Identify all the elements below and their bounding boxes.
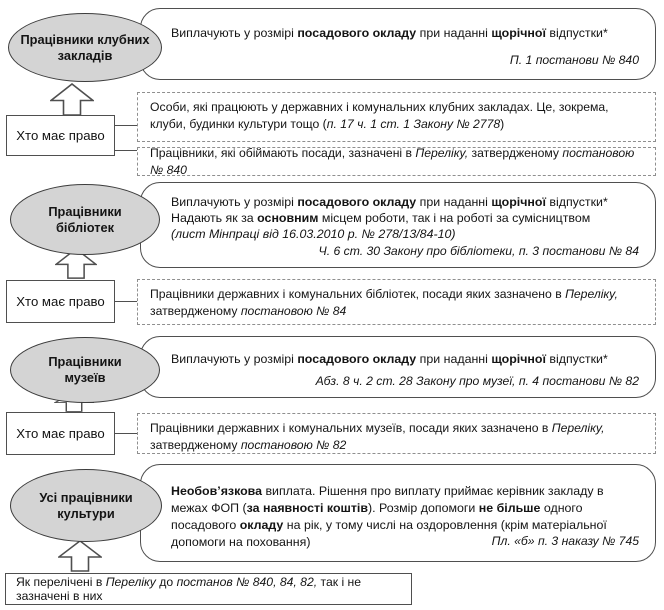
rule-text-libraries-line2: Надають як за основним місцем роботи, та… (171, 211, 591, 225)
who-label-clubs: Хто має право (16, 128, 105, 143)
up-arrow-libraries (55, 248, 97, 279)
group-label-all: Усі працівники культури (39, 489, 133, 521)
connector-libraries (114, 301, 138, 302)
citation-libraries: Ч. 6 ст. 30 Закону про бібліотеки, п. 3 … (318, 244, 639, 258)
bottom-note-text: Як перелічені в Переліку до постанов № 8… (16, 575, 362, 603)
connector-clubs-1 (114, 125, 138, 126)
note-text-clubs-1: Особи, які працюють у державних і комуна… (150, 100, 609, 131)
group-label-museums: Працівники музеїв (48, 354, 122, 385)
up-arrow-clubs (50, 83, 94, 116)
rule-text-clubs: Виплачують у розмірі посадового окладу п… (171, 26, 608, 40)
rule-box-all: Необов’язкова виплата. Рішення про випла… (140, 464, 656, 562)
rule-text-libraries-line1: Виплачують у розмірі посадового окладу п… (171, 195, 608, 209)
bottom-note-box: Як перелічені в Переліку до постанов № 8… (5, 573, 412, 605)
who-box-museums: Хто має право (6, 412, 115, 455)
group-label-clubs: Працівники клубних закладів (20, 31, 150, 63)
note-text-clubs-2: Працівники, які обіймають посади, зазнач… (150, 145, 635, 177)
group-ellipse-libraries: Працівники бібліотек (10, 184, 160, 255)
rule-text-museums: Виплачують у розмірі посадового окладу п… (171, 352, 608, 366)
who-box-clubs: Хто має право (6, 115, 115, 156)
who-box-libraries: Хто має право (6, 280, 115, 323)
rule-box-libraries: Виплачують у розмірі посадового окладу п… (140, 182, 656, 268)
citation-all: Пл. «б» п. 3 наказу № 745 (491, 534, 639, 548)
rule-text-all: Необов’язкова виплата. Рішення про випла… (171, 484, 607, 549)
rule-text-libraries-line3: (лист Мінпраці від 16.03.2010 р. № 278/1… (171, 227, 456, 241)
citation-clubs: П. 1 постанови № 840 (509, 53, 639, 67)
connector-museums (114, 433, 138, 434)
citation-museums: Абз. 8 ч. 2 ст. 28 Закону про музеї, п. … (315, 374, 639, 388)
who-label-museums: Хто має право (16, 426, 105, 441)
group-label-libraries: Працівники бібліотек (48, 203, 122, 235)
note-box-clubs-2: Працівники, які обіймають посади, зазнач… (137, 145, 656, 177)
note-box-clubs-1: Особи, які працюють у державних і комуна… (137, 92, 656, 142)
note-text-libraries: Працівники державних і комунальних біблі… (150, 287, 618, 318)
group-ellipse-clubs: Працівники клубних закладів (8, 13, 162, 82)
rule-box-museums: Виплачують у розмірі посадового окладу п… (140, 336, 656, 398)
who-label-libraries: Хто має право (16, 294, 105, 309)
note-text-museums: Працівники державних і комунальних музеї… (150, 421, 605, 452)
up-arrow-all (58, 540, 102, 572)
note-box-museums: Працівники державних і комунальних музеї… (137, 413, 656, 454)
group-ellipse-all: Усі працівники культури (10, 469, 162, 542)
rule-box-clubs: Виплачують у розмірі посадового окладу п… (140, 8, 656, 80)
note-box-libraries: Працівники державних і комунальних біблі… (137, 279, 656, 325)
group-ellipse-museums: Працівники музеїв (10, 337, 160, 403)
connector-clubs-2 (114, 150, 138, 151)
